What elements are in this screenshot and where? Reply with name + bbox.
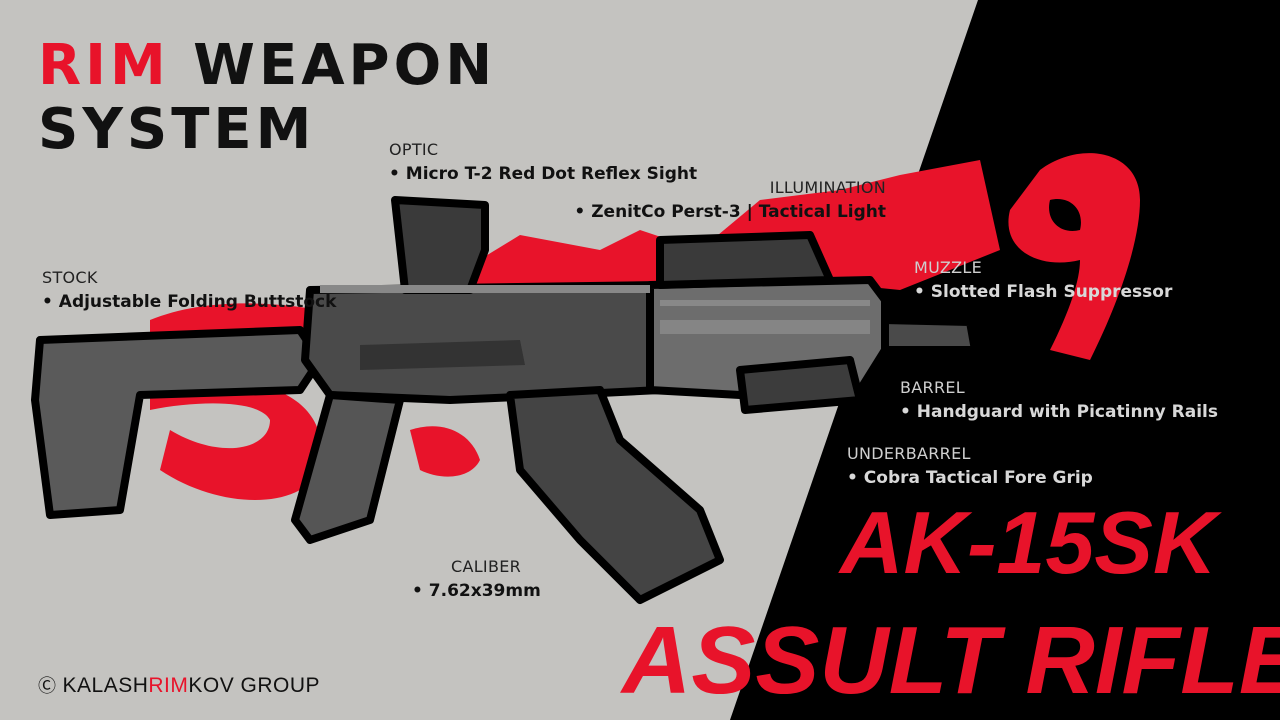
stock-label: STOCK xyxy=(42,268,98,287)
underbarrel-item: • Cobra Tactical Fore Grip xyxy=(847,468,1093,488)
title-line2: SYSTEM xyxy=(38,97,316,162)
magazine xyxy=(506,386,724,604)
weapon-type: ASSULT RIFLE xyxy=(622,607,1280,714)
title-accent: RIM xyxy=(38,33,170,98)
title-line1: WEAPON xyxy=(169,33,497,98)
brand-post: KOV GROUP xyxy=(188,674,321,697)
muzzle-label: MUZZLE xyxy=(914,258,982,277)
caliber-label: CALIBER xyxy=(451,557,522,576)
stock-item: • Adjustable Folding Buttstock xyxy=(42,292,337,312)
underbarrel-label: UNDERBARREL xyxy=(847,444,971,463)
brand-logo-icon: Ⓒ xyxy=(38,676,57,696)
barrel-label: BARREL xyxy=(900,378,965,397)
fore-grip xyxy=(736,356,864,414)
illumination-label: ILLUMINATION xyxy=(769,178,886,197)
illumination-item: • ZenitCo Perst-3 | Tactical Light xyxy=(574,202,886,222)
optic xyxy=(391,196,489,294)
page-title: RIM WEAPON SYSTEM xyxy=(38,34,496,162)
barrel-item: • Handguard with Picatinny Rails xyxy=(900,402,1218,422)
model-name: AK-15SK xyxy=(840,493,1217,592)
black-diagonal-panel xyxy=(730,0,1280,720)
pistol-grip xyxy=(291,391,404,544)
optic-label: OPTIC xyxy=(389,140,439,159)
rifle-illustration xyxy=(31,196,979,604)
optic-item: • Micro T-2 Red Dot Reflex Sight xyxy=(389,164,698,184)
caliber-item: • 7.62x39mm xyxy=(412,581,541,601)
tactical-light xyxy=(656,231,834,289)
muzzle-item: • Slotted Flash Suppressor xyxy=(914,282,1173,302)
brand-pre: KALASH xyxy=(62,674,149,697)
muzzle-device xyxy=(881,316,979,354)
brand-accent: RIM xyxy=(148,674,189,697)
